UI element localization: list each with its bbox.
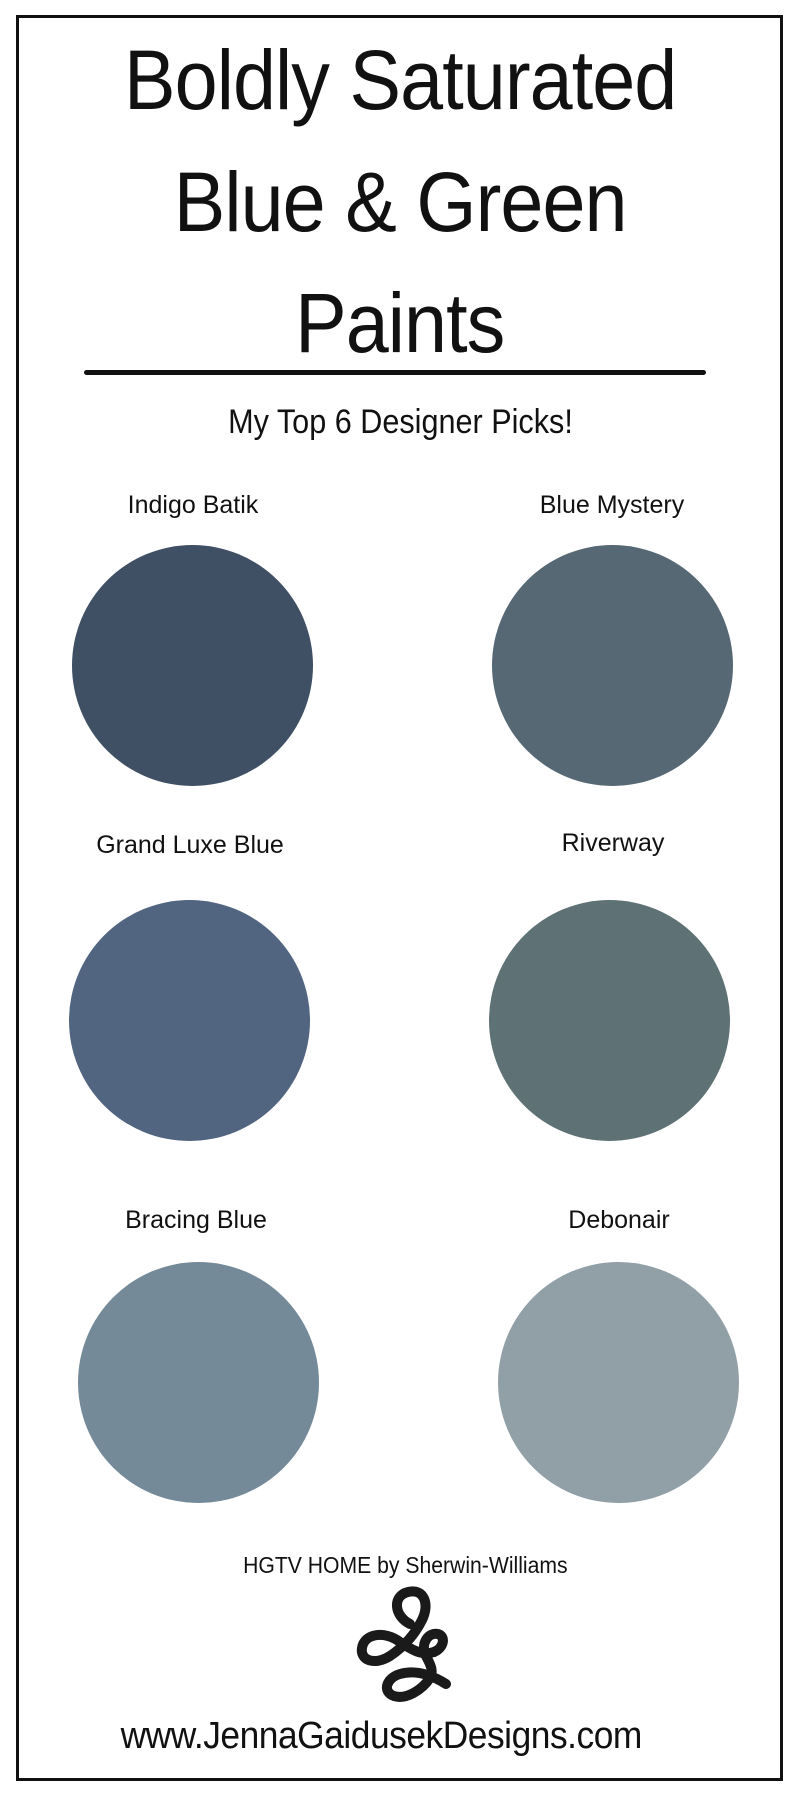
title-line-2-text: Blue & Green	[173, 155, 628, 249]
jg-monogram-icon	[350, 1586, 460, 1704]
website-url: www.JennaGaidusekDesigns.com	[0, 1714, 781, 1758]
swatch-label-bracing-blue: Bracing Blue	[125, 1206, 267, 1234]
title-line-3-text: Paints	[295, 276, 505, 370]
swatch-label-riverway: Riverway	[561, 829, 665, 857]
swatch-label-debonair: Debonair	[568, 1206, 670, 1234]
title-underline	[84, 370, 706, 375]
title-line-2: Blue & Green	[0, 152, 800, 252]
title-line-1: Boldly Saturated	[0, 30, 800, 130]
title-line-3: Paints	[0, 273, 800, 373]
swatch-label-indigo-batik: Indigo Batik	[127, 491, 259, 519]
title-line-1-text: Boldly Saturated	[123, 33, 677, 127]
swatch-grand-luxe-blue	[69, 900, 310, 1141]
swatch-indigo-batik	[72, 545, 313, 786]
subtitle: My Top 6 Designer Picks!	[0, 402, 800, 442]
swatch-riverway	[489, 900, 730, 1141]
brand-line-text: HGTV HOME by Sherwin-Williams	[242, 1552, 568, 1578]
swatch-label-grand-luxe-blue: Grand Luxe Blue	[96, 831, 284, 859]
swatch-blue-mystery	[492, 545, 733, 786]
swatch-bracing-blue	[78, 1262, 319, 1503]
brand-line: HGTV HOME by Sherwin-Williams	[5, 1551, 800, 1579]
website-url-text: www.JennaGaidusekDesigns.com	[120, 1715, 642, 1757]
swatch-label-blue-mystery: Blue Mystery	[539, 491, 685, 519]
swatch-debonair	[498, 1262, 739, 1503]
subtitle-text: My Top 6 Designer Picks!	[227, 403, 573, 441]
